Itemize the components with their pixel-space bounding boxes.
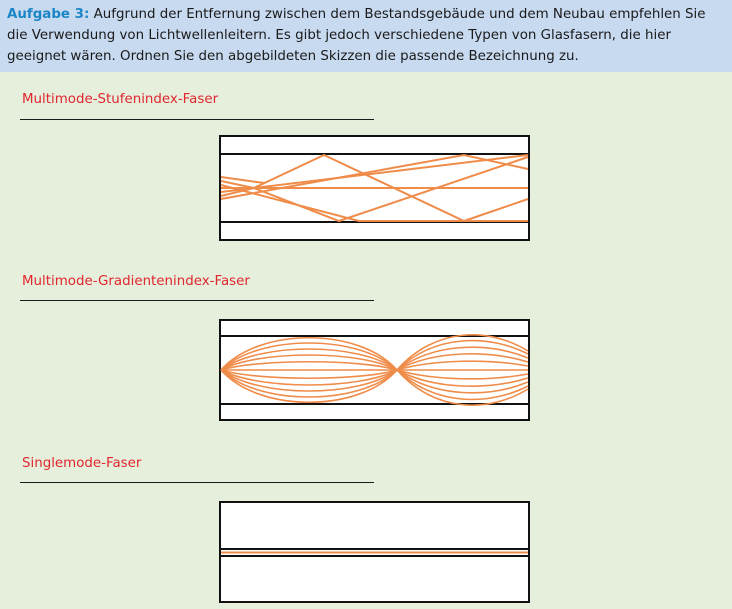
single-mode-fiber-sketch <box>219 501 530 603</box>
step-index-fiber-sketch <box>219 135 530 241</box>
task-text: Aufgrund der Entfernung zwischen dem Bes… <box>7 7 706 64</box>
answer-single-mode-label: Singlemode-Faser <box>22 456 142 471</box>
answer-line-3 <box>20 482 374 483</box>
answer-graded-index-label: Multimode-Gradientenindex-Faser <box>22 274 250 289</box>
answer-line-1 <box>20 119 374 120</box>
task-header: Aufgabe 3: Aufgrund der Entfernung zwisc… <box>0 0 732 72</box>
answer-line-2 <box>20 300 374 301</box>
graded-index-fiber-sketch <box>219 319 530 421</box>
answer-step-index-label: Multimode-Stufenindex-Faser <box>22 92 219 107</box>
task-label: Aufgabe 3: <box>7 7 90 22</box>
